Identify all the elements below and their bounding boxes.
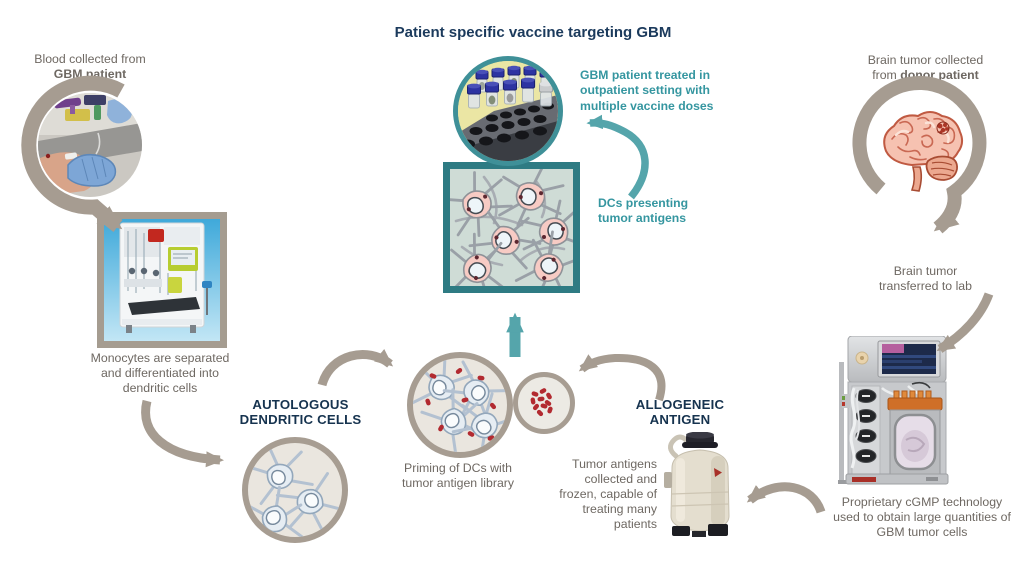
cgmp-caption: Proprietary cGMP technology used to obta… bbox=[833, 495, 1011, 539]
primed-dc-illustration bbox=[413, 358, 507, 452]
bioreactor-illustration bbox=[838, 336, 949, 485]
autologous-dc-circle bbox=[242, 437, 348, 543]
cell-separator-illustration bbox=[104, 219, 220, 341]
bioreactor-photo bbox=[838, 336, 953, 488]
primed-dc-circle bbox=[407, 352, 513, 458]
autologous-dc-illustration bbox=[248, 443, 342, 537]
arrow-bioreactor-to-tank bbox=[746, 482, 826, 514]
antigen-library-circle bbox=[513, 372, 575, 434]
blood-collection-label: Blood collected from GBM patient bbox=[34, 52, 146, 81]
dc-vaccine-square bbox=[443, 162, 580, 293]
antigen-storage-caption: Tumor antigens collected and frozen, cap… bbox=[559, 457, 657, 531]
transfer-caption: Brain tumor transferred to lab bbox=[879, 264, 972, 293]
diagram-title: Patient specific vaccine targeting GBM bbox=[394, 24, 672, 41]
brain-drawing bbox=[883, 111, 964, 192]
vaccine-vials-photo bbox=[453, 56, 563, 166]
cryo-tank-drawing bbox=[664, 432, 730, 537]
allogeneic-heading: ALLOGENEIC ANTIGEN bbox=[635, 397, 725, 427]
blood-draw-photo bbox=[38, 93, 142, 197]
priming-caption: Priming of DCs with tumor antigen librar… bbox=[401, 461, 515, 490]
vaccine-vials-illustration bbox=[458, 61, 558, 161]
brain-collection-label: Brain tumor collected from donor patient bbox=[867, 53, 984, 82]
dc-presenting-illustration bbox=[450, 169, 573, 286]
arrow-antigen-to-library bbox=[578, 353, 666, 402]
cell-separator-photo bbox=[97, 212, 227, 348]
brain-illustration bbox=[868, 91, 972, 195]
blood-draw-illustration bbox=[38, 93, 142, 197]
vaccine-treatment-note: GBM patient treated in outpatient settin… bbox=[580, 68, 714, 113]
arrow-separator-to-autologous bbox=[141, 399, 224, 468]
arrow-dcs-to-vials bbox=[586, 114, 649, 200]
antigen-library-illustration bbox=[530, 387, 554, 418]
dcs-presenting-note: DCs presenting tumor antigens bbox=[598, 196, 689, 226]
monocytes-caption: Monocytes are separated and differentiat… bbox=[90, 351, 230, 395]
autologous-heading: AUTOLOGOUS DENDRITIC CELLS bbox=[239, 397, 362, 427]
arrow-autologous-to-priming bbox=[317, 348, 394, 387]
cryogenic-tank-illustration bbox=[664, 432, 736, 540]
